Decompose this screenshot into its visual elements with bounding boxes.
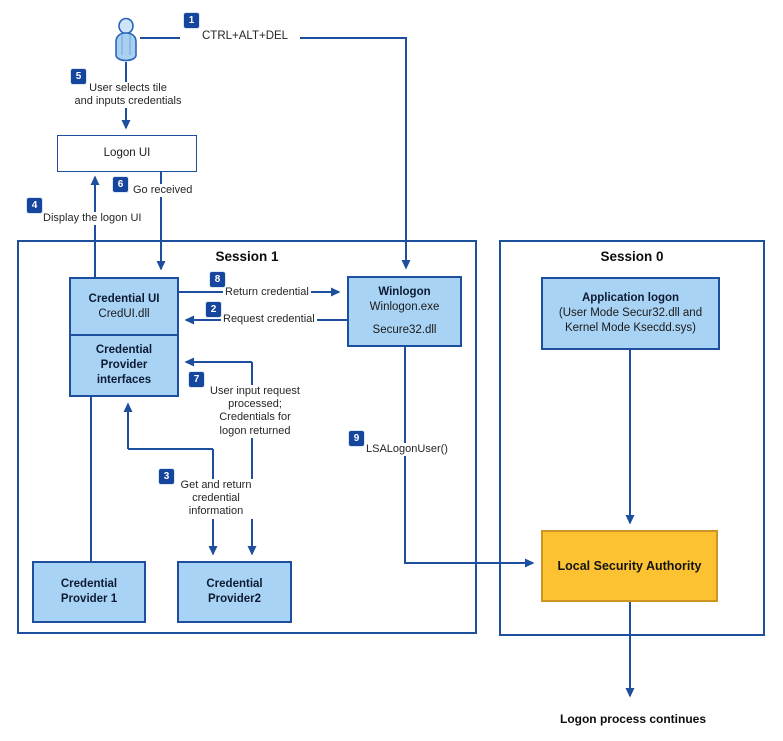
session-1-title: Session 1 [215, 249, 279, 264]
label-request-credential: Request credential [221, 313, 317, 327]
node-credential-provider-2: Credential Provider2 [177, 561, 292, 623]
step-badge-9: 9 [349, 431, 364, 446]
node-winlogon: Winlogon Winlogon.exe Secure32.dll [347, 276, 462, 347]
connector-ctrl-to-winlogon [300, 37, 411, 270]
step-badge-3: 3 [159, 469, 174, 484]
user-person-icon [115, 17, 137, 62]
label-get-and-return: Get and return credential information [166, 479, 266, 519]
step-badge-7: 7 [189, 372, 204, 387]
label-logon-process-continues: Logon process continues [541, 712, 725, 727]
node-local-security-authority: Local Security Authority [541, 530, 718, 602]
node-credential-ui: Credential UI CredUI.dll [69, 277, 179, 336]
label-lsalogonuser: LSALogonUser() [364, 443, 450, 457]
label-go-received: Go received [131, 184, 195, 198]
step-badge-8: 8 [210, 272, 225, 287]
label-ctrl-alt-del: CTRL+ALT+DEL [200, 30, 291, 44]
step-badge-4: 4 [27, 198, 42, 213]
node-logon-ui: Logon UI [57, 135, 197, 172]
node-credential-provider-interfaces: Credential Provider interfaces [69, 334, 179, 397]
label-user-selects: User selects tile and inputs credentials [50, 82, 206, 109]
label-display-logon-ui: Display the logon UI [41, 212, 144, 226]
node-application-logon: Application logon (User Mode Secur32.dll… [541, 277, 720, 350]
session-0-title: Session 0 [600, 249, 664, 264]
step-badge-5: 5 [71, 69, 86, 84]
label-user-input-request: User input request processed; Credential… [200, 385, 310, 438]
step-badge-2: 2 [206, 302, 221, 317]
connector-winlogon-to-lsa [404, 347, 535, 568]
step-badge-6: 6 [113, 177, 128, 192]
node-credential-provider-1: Credential Provider 1 [32, 561, 146, 623]
label-return-credential: Return credential [223, 286, 311, 300]
step-badge-1: 1 [184, 13, 199, 28]
